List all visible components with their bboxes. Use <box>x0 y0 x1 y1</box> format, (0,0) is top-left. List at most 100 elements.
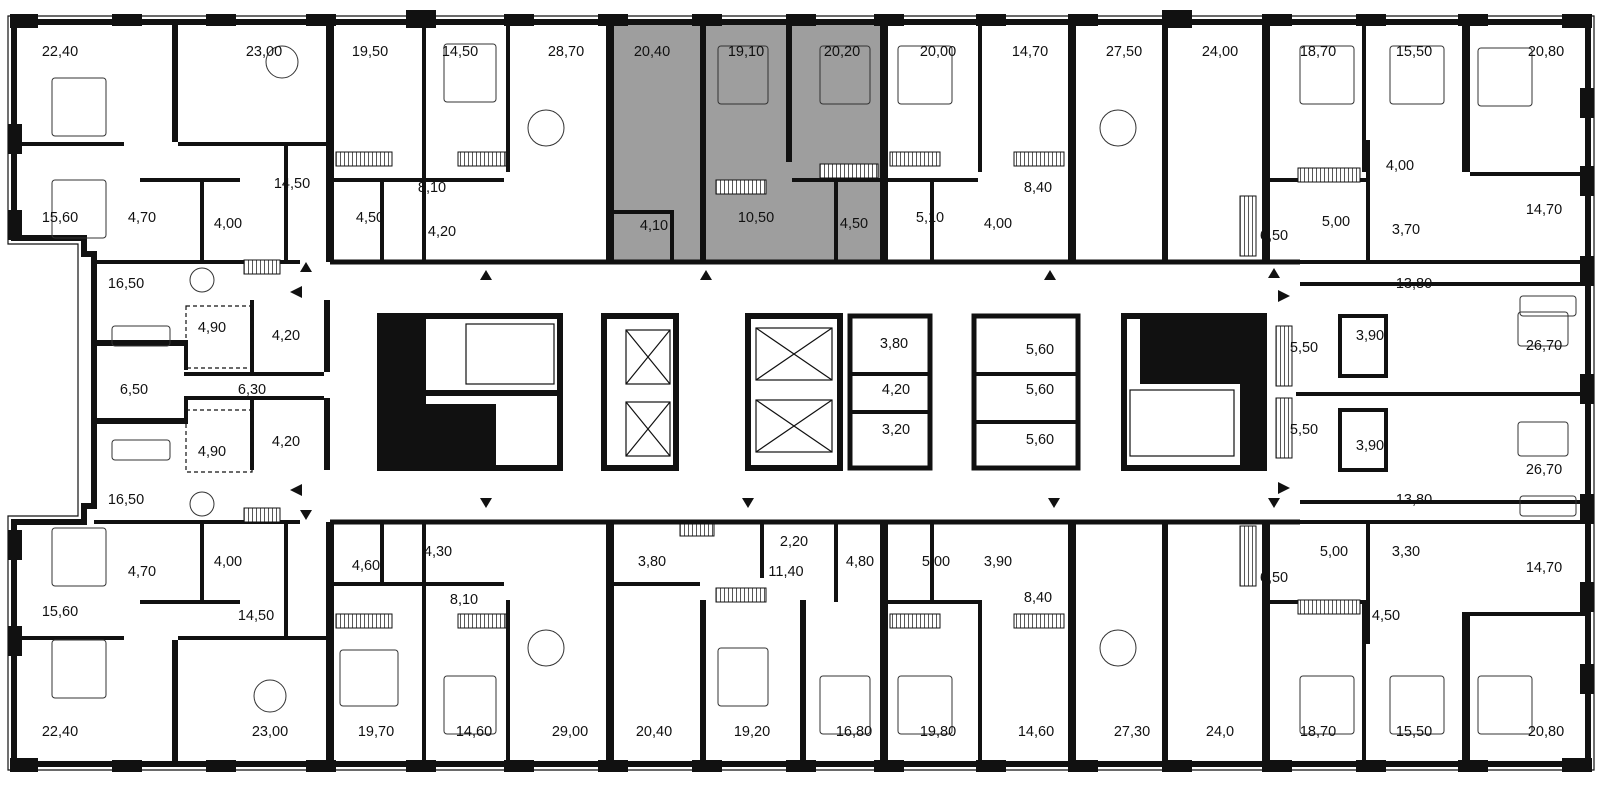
room-area-label: 4,90 <box>198 320 226 336</box>
room-area-label: 23,00 <box>246 44 282 60</box>
room-area-label: 5,60 <box>1026 382 1054 398</box>
room-area-label: 18,70 <box>1300 724 1336 740</box>
arrow-down-icon <box>1048 498 1060 508</box>
room-area-label: 3,80 <box>880 336 908 352</box>
arrow-up-icon <box>1044 270 1056 280</box>
room-area-label: 14,70 <box>1526 202 1562 218</box>
arrow-down-icon <box>480 498 492 508</box>
arrow-up-icon <box>480 270 492 280</box>
room-area-label: 4,00 <box>214 216 242 232</box>
room-area-label: 19,70 <box>358 724 394 740</box>
arrow-up-icon <box>700 270 712 280</box>
room-area-label: 18,70 <box>1300 44 1336 60</box>
room-area-label: 20,40 <box>634 44 670 60</box>
room-area-label: 5,00 <box>922 554 950 570</box>
room-area-label: 20,20 <box>824 44 860 60</box>
room-area-label: 13,80 <box>1396 276 1432 292</box>
room-area-label: 3,90 <box>1356 328 1384 344</box>
room-area-label: 14,50 <box>274 176 310 192</box>
arrow-down-icon <box>300 510 312 520</box>
room-area-label: 5,10 <box>916 210 944 226</box>
room-area-label: 15,60 <box>42 604 78 620</box>
room-area-label: 4,20 <box>272 328 300 344</box>
room-area-label: 4,20 <box>272 434 300 450</box>
room-area-label: 14,50 <box>442 44 478 60</box>
room-area-label: 6,50 <box>1260 228 1288 244</box>
room-area-label: 15,50 <box>1396 44 1432 60</box>
room-area-label: 19,50 <box>352 44 388 60</box>
room-area-label: 26,70 <box>1526 338 1562 354</box>
room-area-label: 4,60 <box>352 558 380 574</box>
room-area-label: 5,00 <box>1322 214 1350 230</box>
room-area-label: 2,20 <box>780 534 808 550</box>
room-area-label: 4,70 <box>128 564 156 580</box>
arrow-up-icon <box>300 262 312 272</box>
room-area-label: 8,40 <box>1024 590 1052 606</box>
room-area-label: 4,30 <box>424 544 452 560</box>
facade-columns <box>8 10 1594 772</box>
room-area-label: 3,90 <box>1356 438 1384 454</box>
room-area-label: 8,10 <box>418 180 446 196</box>
arrow-left-icon <box>290 484 302 496</box>
room-area-label: 3,80 <box>638 554 666 570</box>
room-area-label: 20,40 <box>636 724 672 740</box>
room-area-label: 4,00 <box>984 216 1012 232</box>
arrow-down-icon <box>742 498 754 508</box>
room-area-label: 20,00 <box>920 44 956 60</box>
room-area-label: 4,90 <box>198 444 226 460</box>
arrow-left-icon <box>290 286 302 298</box>
room-area-label: 27,50 <box>1106 44 1142 60</box>
bottom-unit-walls <box>14 500 1588 764</box>
room-area-label: 26,70 <box>1526 462 1562 478</box>
room-area-label: 3,20 <box>882 422 910 438</box>
room-area-label: 5,60 <box>1026 432 1054 448</box>
room-area-label: 5,60 <box>1026 342 1054 358</box>
room-area-label: 5,00 <box>1320 544 1348 560</box>
selected-apartment-highlight[interactable] <box>610 22 886 262</box>
room-area-label: 6,30 <box>238 382 266 398</box>
room-area-label: 14,60 <box>456 724 492 740</box>
room-area-label: 22,40 <box>42 44 78 60</box>
room-area-label: 4,00 <box>1386 158 1414 174</box>
room-area-label: 20,80 <box>1528 724 1564 740</box>
room-area-label: 6,50 <box>1260 570 1288 586</box>
room-area-label: 3,70 <box>1392 222 1420 238</box>
room-area-labels: 22,40 23,00 19,50 14,50 28,70 20,40 19,1… <box>42 44 1564 740</box>
room-area-label: 28,70 <box>548 44 584 60</box>
room-area-label: 20,80 <box>1528 44 1564 60</box>
room-area-label: 4,50 <box>840 216 868 232</box>
room-area-label: 4,20 <box>882 382 910 398</box>
room-area-label: 5,50 <box>1290 340 1318 356</box>
room-area-label: 15,50 <box>1396 724 1432 740</box>
room-area-label: 14,70 <box>1012 44 1048 60</box>
room-area-label: 29,00 <box>552 724 588 740</box>
arrow-right-icon <box>1278 482 1290 494</box>
room-area-label: 16,50 <box>108 492 144 508</box>
room-area-label: 14,50 <box>238 608 274 624</box>
arrow-right-icon <box>1278 290 1290 302</box>
room-area-label: 8,10 <box>450 592 478 608</box>
room-area-label: 19,10 <box>728 44 764 60</box>
room-area-label: 16,50 <box>108 276 144 292</box>
top-unit-walls <box>14 22 1588 286</box>
room-area-label: 6,50 <box>120 382 148 398</box>
room-area-label: 3,90 <box>984 554 1012 570</box>
room-area-label: 4,50 <box>356 210 384 226</box>
room-area-label: 4,10 <box>640 218 668 234</box>
room-area-label: 24,00 <box>1202 44 1238 60</box>
arrow-up-icon <box>1268 268 1280 278</box>
room-area-label: 16,80 <box>836 724 872 740</box>
entry-arrows <box>290 262 1290 520</box>
room-area-label: 5,50 <box>1290 422 1318 438</box>
room-area-label: 27,30 <box>1114 724 1150 740</box>
room-area-label: 11,40 <box>768 564 803 580</box>
room-area-label: 19,20 <box>734 724 770 740</box>
room-area-label: 15,60 <box>42 210 78 226</box>
room-area-label: 4,50 <box>1372 608 1400 624</box>
room-area-label: 14,70 <box>1526 560 1562 576</box>
wardrobes <box>243 151 1361 629</box>
room-area-label: 4,20 <box>428 224 456 240</box>
furniture <box>51 43 1577 735</box>
room-area-label: 10,50 <box>738 210 774 226</box>
